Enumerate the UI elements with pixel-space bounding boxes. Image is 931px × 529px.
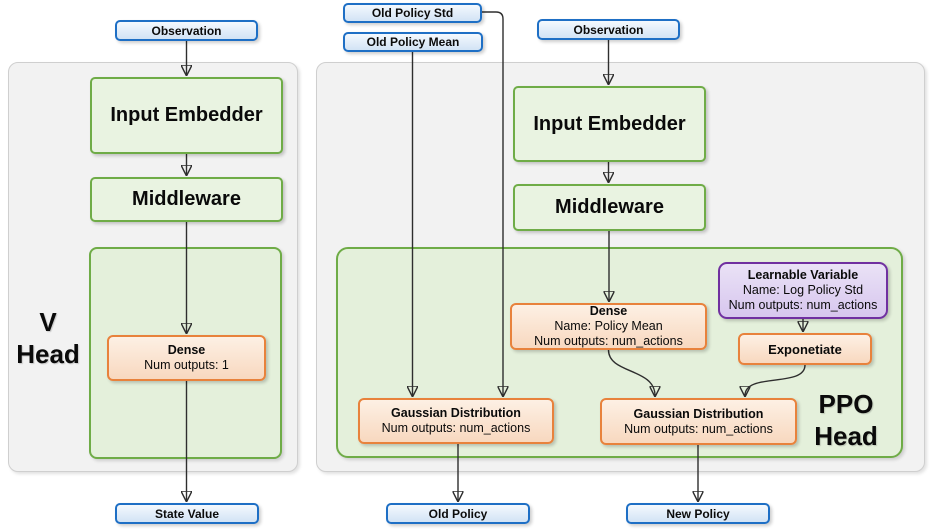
gaussian-new-title: Gaussian Distribution [633,406,764,421]
dense-node-ppo: Dense Name: Policy Mean Num outputs: num… [510,303,707,350]
v-head-label: V Head [10,306,86,370]
exponetiate-label: Exponetiate [768,341,842,357]
observation-node-v: Observation [115,20,258,41]
new-policy-label: New Policy [666,506,730,521]
gaussian-distribution-old-node: Gaussian Distribution Num outputs: num_a… [358,398,554,444]
learnable-variable-line2: Num outputs: num_actions [728,298,878,312]
ppo-head-label-line2: Head [814,421,878,451]
dense-title-ppo: Dense [589,304,628,318]
state-value-label: State Value [154,506,220,521]
middleware-node-v: Middleware [90,177,283,222]
observation-node-ppo: Observation [537,19,680,40]
input-embedder-label-v: Input Embedder [110,104,263,126]
old-policy-std-node: Old Policy Std [343,3,482,23]
dense-title-v: Dense [167,343,206,357]
learnable-variable-node: Learnable Variable Name: Log Policy Std … [718,262,888,319]
dense-line1-ppo: Name: Policy Mean [554,319,663,333]
exponetiate-node: Exponetiate [738,333,872,365]
old-policy-std-label: Old Policy Std [371,6,454,20]
dense-node-v: Dense Num outputs: 1 [107,335,266,381]
dense-line1-v: Num outputs: 1 [144,358,229,372]
observation-label-ppo: Observation [573,22,644,37]
state-value-node: State Value [115,503,259,524]
dense-line2-ppo: Num outputs: num_actions [534,334,683,348]
middleware-label-v: Middleware [132,188,241,210]
v-head-label-line2: Head [16,339,80,369]
gaussian-old-line1: Num outputs: num_actions [381,421,531,435]
gaussian-distribution-new-node: Gaussian Distribution Num outputs: num_a… [600,398,797,445]
old-policy-mean-label: Old Policy Mean [366,35,460,49]
learnable-variable-line1: Name: Log Policy Std [742,283,864,297]
middleware-node-ppo: Middleware [513,184,706,231]
input-embedder-node-v: Input Embedder [90,77,283,154]
input-embedder-node-ppo: Input Embedder [513,86,706,162]
gaussian-new-line1: Num outputs: num_actions [624,421,773,436]
v-head-label-line1: V [39,307,57,337]
gaussian-old-title: Gaussian Distribution [391,406,521,420]
new-policy-node: New Policy [626,503,770,524]
input-embedder-label-ppo: Input Embedder [533,112,686,135]
observation-label-v: Observation [151,23,222,38]
ppo-head-label: PPO Head [798,388,894,452]
old-policy-mean-node: Old Policy Mean [343,32,483,52]
old-policy-label: Old Policy [428,506,488,521]
middleware-label-ppo: Middleware [555,196,664,218]
ppo-head-label-line1: PPO [818,389,874,419]
learnable-variable-title: Learnable Variable [747,268,859,282]
old-policy-node: Old Policy [386,503,530,524]
